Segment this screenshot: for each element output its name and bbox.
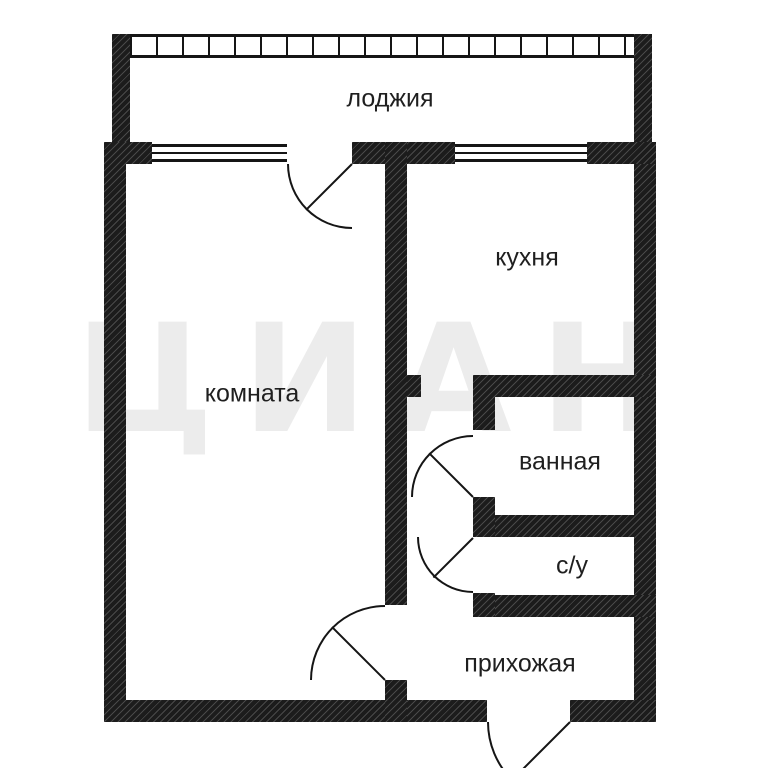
wall-bathroom-left-lower: [473, 593, 495, 617]
kitchen-window: [455, 144, 587, 162]
room-label-loggia: лоджия: [346, 84, 434, 113]
wall-bathroom-left-upper: [473, 375, 495, 430]
wall-center-vertical-upper: [385, 142, 407, 605]
wall-center-vertical-lower: [385, 680, 407, 722]
room-label-kitchen: кухня: [495, 243, 559, 272]
loggia-glazing-window: [130, 34, 634, 58]
wall-loggia-left: [112, 34, 130, 144]
wall-bathroom-left-middle: [473, 497, 495, 537]
room-window: [152, 144, 287, 162]
wall-top-segment-a: [104, 142, 152, 164]
wall-bathroom-top: [473, 375, 656, 397]
room-label-room: комната: [204, 379, 300, 408]
wall-outer-bottom-right: [570, 700, 656, 722]
room-label-hallway: прихожая: [464, 649, 576, 678]
wall-stub-kitchen-bottom: [407, 375, 421, 397]
room-label-bathroom: ванная: [519, 447, 601, 476]
wall-loggia-right: [634, 34, 652, 144]
wall-bathroom-wc-divider: [473, 515, 656, 537]
wall-wc-hallway-divider: [473, 595, 656, 617]
wall-outer-left: [104, 142, 126, 722]
wall-top-segment-c: [587, 142, 656, 164]
room-label-wc: с/у: [556, 551, 588, 580]
wall-outer-bottom-left: [104, 700, 487, 722]
wall-outer-right: [634, 142, 656, 722]
